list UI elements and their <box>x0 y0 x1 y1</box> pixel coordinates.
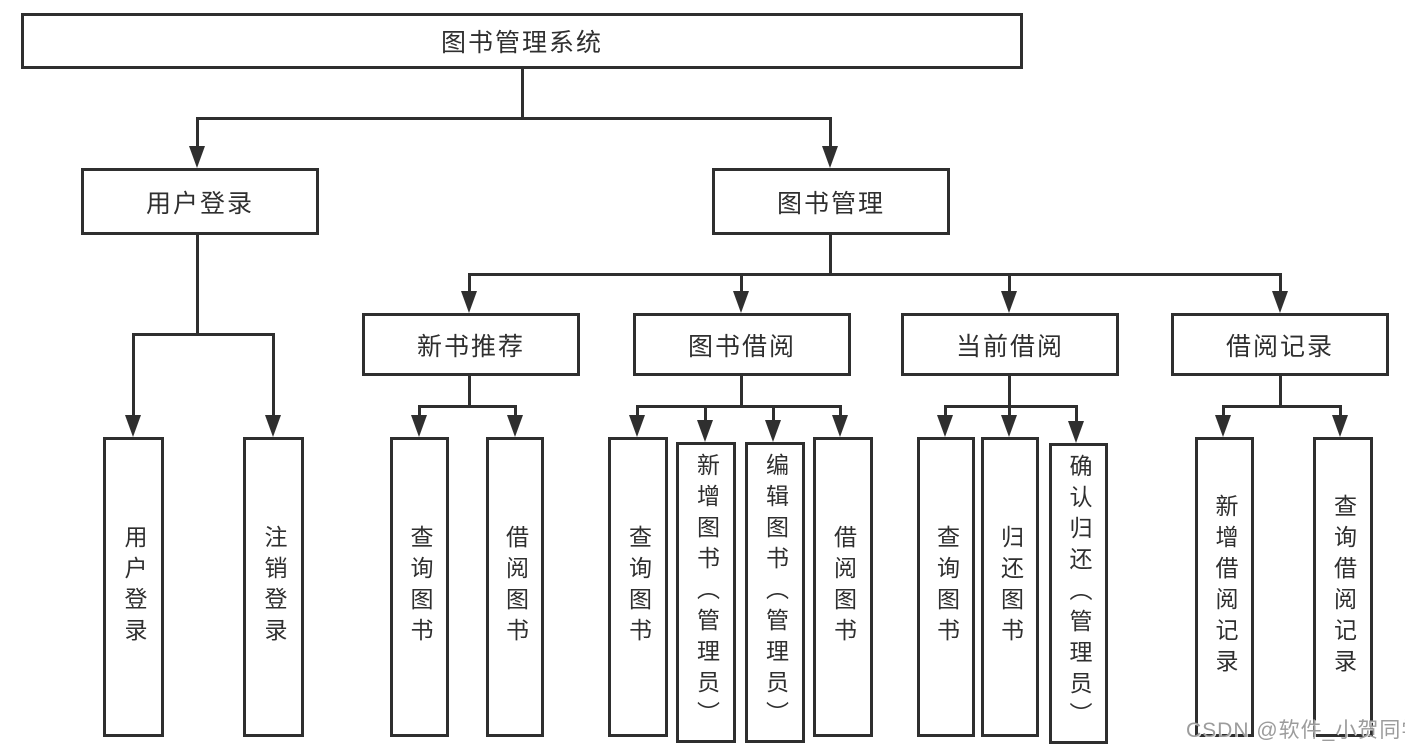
node-label: 新书推荐 <box>416 332 525 361</box>
connector-recommend-stem-1 <box>418 405 421 418</box>
connector-recommend-stem-2 <box>514 405 517 418</box>
node-label: 确认归还（管理员） <box>1066 454 1092 733</box>
connector-level2-branch <box>196 117 832 120</box>
connector-current-stub <box>1008 376 1011 407</box>
arrow-down-icon <box>507 415 523 437</box>
node-label: 当前借阅 <box>955 332 1064 361</box>
node-label: 用户登录 <box>121 525 147 649</box>
arrow-down-icon <box>733 291 749 313</box>
connector-level3-stem-2 <box>740 273 743 294</box>
node-label: 归还图书 <box>997 525 1024 649</box>
connector-level3-stem-3 <box>1008 273 1011 294</box>
node-label: 用户登录 <box>145 189 254 218</box>
arrow-down-icon <box>937 415 953 437</box>
node-label: 图书借阅 <box>687 332 796 361</box>
arrow-down-icon <box>765 420 781 442</box>
arrow-down-icon <box>697 420 713 442</box>
leaf-edit-books-admin: 编辑图书（管理员） <box>745 442 805 743</box>
leaf-query-books-current: 查询图书 <box>917 437 975 737</box>
leaf-add-borrow-record: 新增借阅记录 <box>1195 437 1254 737</box>
arrow-down-icon <box>1332 415 1348 437</box>
connector-current-stem-3 <box>1075 405 1078 423</box>
arrow-down-icon <box>411 415 427 437</box>
connector-recommend-stub <box>468 376 471 407</box>
node-label: 编辑图书（管理员） <box>762 453 789 732</box>
node-label: 查询借阅记录 <box>1330 494 1357 680</box>
node-label: 图书管理系统 <box>440 29 603 57</box>
connector-borrow-stem-2 <box>704 405 707 422</box>
connector-recommend-branch <box>418 405 517 408</box>
node-book-borrow: 图书借阅 <box>633 313 851 376</box>
connector-records-stub <box>1279 376 1282 407</box>
connector-borrow-stub <box>740 376 743 407</box>
connector-borrow-stem-1 <box>636 405 639 418</box>
arrow-down-icon <box>1068 421 1084 443</box>
connector-records-branch <box>1222 405 1342 408</box>
arrow-down-icon <box>629 415 645 437</box>
node-label: 新增借阅记录 <box>1212 494 1238 680</box>
node-borrow-records: 借阅记录 <box>1171 313 1389 376</box>
node-book-management: 图书管理 <box>712 168 950 235</box>
leaf-add-books-admin: 新增图书（管理员） <box>676 442 736 743</box>
csdn-watermark: CSDN @软件_小贺同学 <box>1186 719 1405 742</box>
connector-level2-stem-left <box>196 117 199 149</box>
arrow-down-icon <box>832 415 848 437</box>
node-label: 借阅记录 <box>1225 332 1334 361</box>
connector-user-login-stem-2 <box>272 333 275 417</box>
arrow-down-icon <box>1272 291 1288 313</box>
node-root: 图书管理系统 <box>21 13 1023 69</box>
node-label: 新增图书（管理员） <box>693 453 720 732</box>
node-label: 借阅图书 <box>502 525 529 649</box>
connector-level3-branch <box>468 273 1282 276</box>
leaf-return-books: 归还图书 <box>981 437 1039 737</box>
node-label: 借阅图书 <box>830 525 857 649</box>
leaf-logout: 注销登录 <box>243 437 304 737</box>
node-label: 查询图书 <box>933 525 960 649</box>
leaf-borrow-books: 借阅图书 <box>813 437 873 737</box>
arrow-down-icon <box>822 146 838 168</box>
connector-current-branch <box>944 405 1078 408</box>
arrow-down-icon <box>1215 415 1231 437</box>
connector-borrow-branch <box>636 405 842 408</box>
connector-user-login-stem-1 <box>132 333 135 417</box>
connector-book-mgmt-stub <box>829 235 832 275</box>
connector-level3-stem-4 <box>1279 273 1282 294</box>
arrow-down-icon <box>1001 415 1017 437</box>
leaf-confirm-return-admin: 确认归还（管理员） <box>1049 443 1108 744</box>
connector-current-stem-2 <box>1008 405 1011 418</box>
arrow-down-icon <box>461 291 477 313</box>
connector-records-stem-1 <box>1222 405 1225 418</box>
leaf-query-books-recommend: 查询图书 <box>390 437 449 737</box>
connector-borrow-stem-3 <box>772 405 775 422</box>
leaf-query-borrow-record: 查询借阅记录 <box>1313 437 1373 737</box>
node-label: 图书管理 <box>776 189 885 218</box>
arrow-down-icon <box>265 415 281 437</box>
node-label: 查询图书 <box>625 525 652 649</box>
node-new-book-recommend: 新书推荐 <box>362 313 580 376</box>
connector-level2-stem-right <box>829 117 832 149</box>
leaf-borrow-books-recommend: 借阅图书 <box>486 437 544 737</box>
connector-root-stub <box>521 69 524 119</box>
connector-records-stem-2 <box>1339 405 1342 418</box>
connector-user-login-stub <box>196 235 199 335</box>
connector-borrow-stem-4 <box>839 405 842 418</box>
node-label: 注销登录 <box>261 525 287 649</box>
leaf-query-books-borrow: 查询图书 <box>608 437 668 737</box>
arrow-down-icon <box>1001 291 1017 313</box>
leaf-user-login: 用户登录 <box>103 437 164 737</box>
connector-level3-stem-1 <box>468 273 471 294</box>
arrow-down-icon <box>125 415 141 437</box>
node-user-login: 用户登录 <box>81 168 319 235</box>
connector-current-stem-1 <box>944 405 947 418</box>
connector-user-login-branch <box>132 333 275 336</box>
arrow-down-icon <box>189 146 205 168</box>
node-label: 查询图书 <box>407 525 433 649</box>
node-current-borrow: 当前借阅 <box>901 313 1119 376</box>
